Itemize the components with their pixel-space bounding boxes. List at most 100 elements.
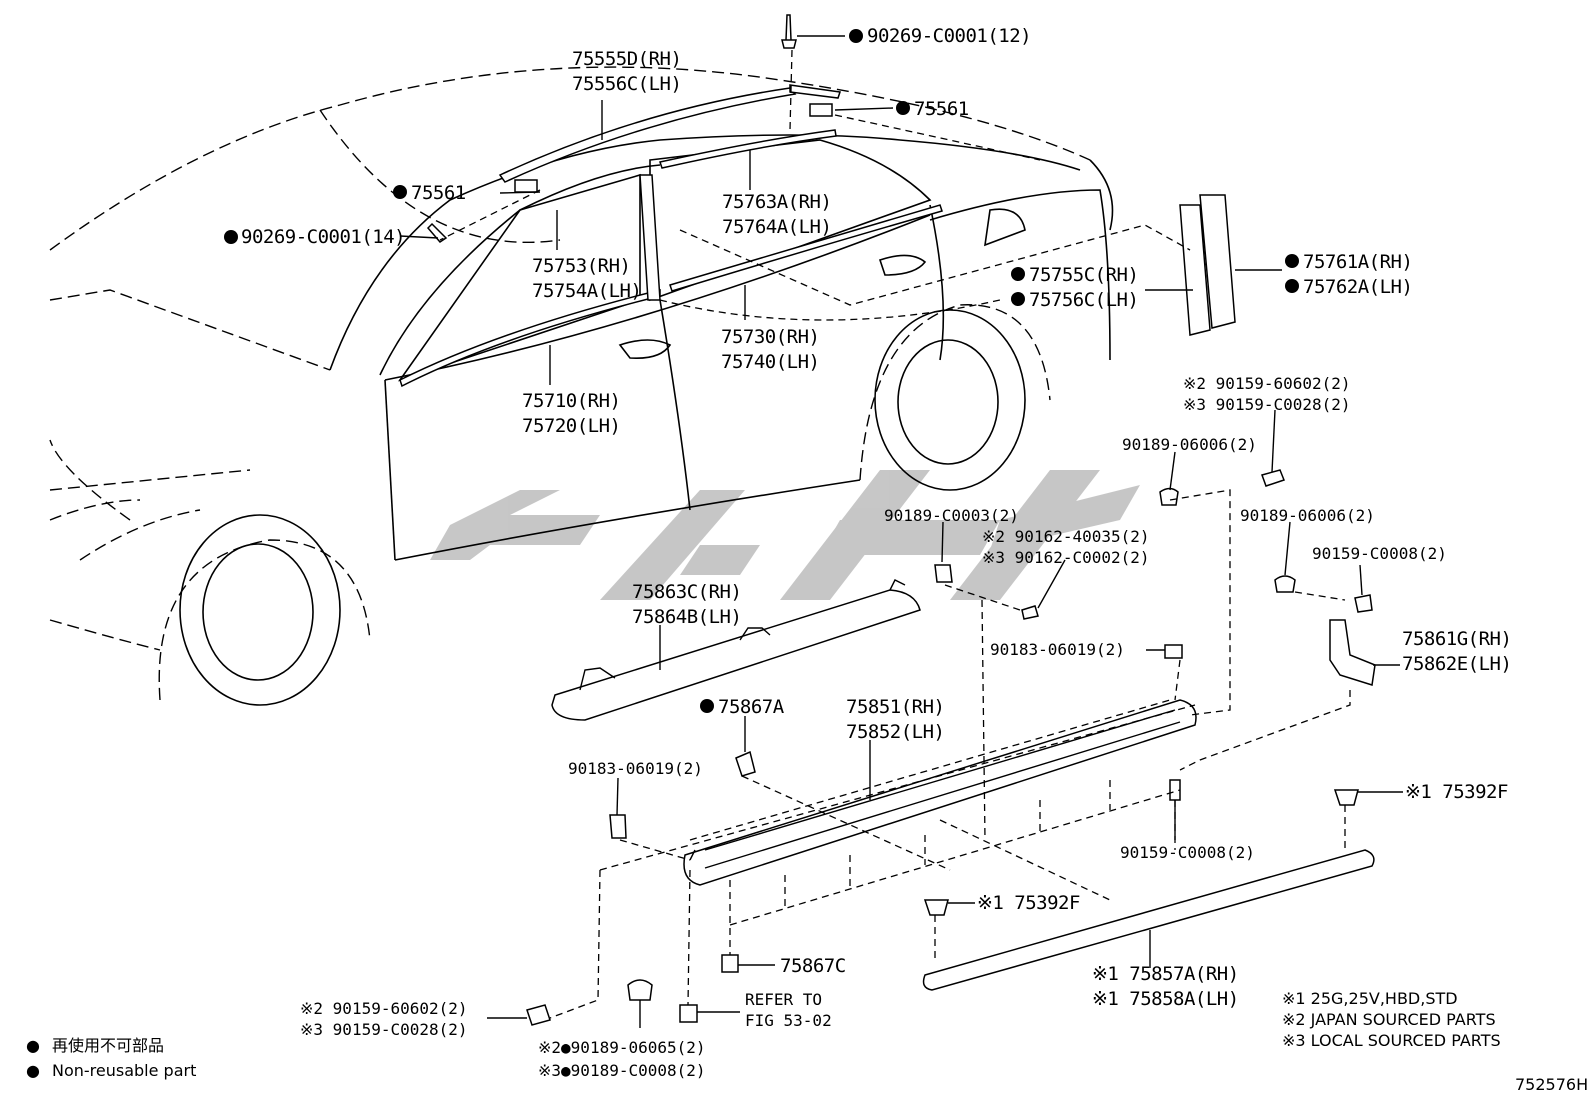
callout-75730-lh: 75740(LH) xyxy=(721,351,819,373)
rocker-panel-75863 xyxy=(551,589,921,721)
callout-90189-06006-a: 90189-06006(2) xyxy=(1122,435,1257,454)
callout-90159-60602-left-a: ※2 90159-60602(2) xyxy=(300,999,468,1018)
bolt-refer-fig-53-02 xyxy=(679,1004,698,1023)
callout-75861-lh: 75862E(LH) xyxy=(1402,653,1511,675)
callout-refer-to: REFER TO xyxy=(745,990,822,1009)
callout-75755-lh: 75756C(LH) xyxy=(1029,289,1138,311)
non-reusable-mark xyxy=(1011,292,1025,306)
callout-75851-rh: 75851(RH) xyxy=(846,696,944,718)
non-reusable-mark xyxy=(224,230,238,244)
non-reusable-mark xyxy=(393,185,407,199)
callout-75851-lh: 75852(LH) xyxy=(846,721,944,743)
non-reusable-mark xyxy=(1011,267,1025,281)
callout-75710-rh: 75710(RH) xyxy=(522,390,620,412)
callout-75710-lh: 75720(LH) xyxy=(522,415,620,437)
screw-90162 xyxy=(1021,605,1039,620)
clip-75561-top xyxy=(809,103,833,117)
callout-75863-rh: 75863C(RH) xyxy=(632,581,741,603)
callout-75861-rh: 75861G(RH) xyxy=(1402,628,1511,650)
watermark-logo xyxy=(430,470,1140,600)
callout-90269-12: 90269-C0001(12) xyxy=(867,25,1031,47)
callout-90159-60602-left-b: ※3 90159-C0028(2) xyxy=(300,1020,468,1039)
pillar-garnish-inner xyxy=(1199,194,1236,329)
roof-molding xyxy=(498,87,797,183)
callout-75392F-right: ※1 75392F xyxy=(1405,781,1508,803)
footnote-1: ※1 25G,25V,HBD,STD xyxy=(1282,989,1458,1008)
legend-symbol-en: ● xyxy=(26,1061,40,1080)
callout-90189-06006-b: 90189-06006(2) xyxy=(1240,506,1375,525)
callout-labels: 90269-C0001(12) 75555D(RH) 75556C(LH) 75… xyxy=(224,25,1512,1080)
leader-lines xyxy=(399,35,1403,1028)
belt-molding-rear xyxy=(669,204,943,292)
clip-75392F-a xyxy=(923,899,949,916)
assembly-lines xyxy=(439,49,1351,1019)
car-body xyxy=(49,66,1114,706)
callout-75761-rh: 75761A(RH) xyxy=(1303,251,1412,273)
callout-75761-lh: 75762A(LH) xyxy=(1303,276,1412,298)
clip-75867C xyxy=(721,954,739,973)
callout-75755-rh: 75755C(RH) xyxy=(1029,264,1138,286)
clip-90183-06019-b xyxy=(1164,644,1183,659)
callout-90159-60602-right-a: ※2 90159-60602(2) xyxy=(1183,374,1351,393)
non-reusable-mark xyxy=(896,101,910,115)
callout-75555-rh: 75555D(RH) xyxy=(572,48,681,70)
clip-90189-C0003 xyxy=(934,564,953,583)
pillar-garnish-outer xyxy=(1179,204,1211,336)
callout-90189-C0003: 90189-C0003(2) xyxy=(884,506,1019,525)
callout-75392F-left: ※1 75392F xyxy=(977,892,1080,914)
callout-75763-lh: 75764A(LH) xyxy=(722,216,831,238)
figure-id: 752576H xyxy=(1515,1075,1588,1094)
callout-75867C: 75867C xyxy=(780,955,846,977)
footnote-3: ※3 LOCAL SOURCED PARTS xyxy=(1282,1031,1501,1050)
belt-molding-front xyxy=(399,289,661,388)
callout-75763-rh: 75763A(RH) xyxy=(722,191,831,213)
callout-75867A: 75867A xyxy=(718,696,785,718)
callout-75561-top: 75561 xyxy=(914,98,969,120)
callout-75863-lh: 75864B(LH) xyxy=(632,606,741,628)
clip-75867A xyxy=(735,750,756,777)
footnote-2: ※2 JAPAN SOURCED PARTS xyxy=(1282,1010,1496,1029)
callout-75730-rh: 75730(RH) xyxy=(721,326,819,348)
bolt-90159-60602-left xyxy=(526,1004,551,1026)
non-reusable-mark xyxy=(849,29,863,43)
lower-molding-75857 xyxy=(922,849,1375,991)
callout-90162-a: ※2 90162-40035(2) xyxy=(982,527,1150,546)
callout-75857-rh: ※1 75857A(RH) xyxy=(1092,963,1239,985)
callout-90183-06019-a: 90183-06019(2) xyxy=(568,759,703,778)
bolt-90159-C0008-a xyxy=(1354,594,1373,613)
bracket-75861 xyxy=(1329,619,1376,686)
legend-text-jp: 再使用不可部品 xyxy=(52,1036,164,1055)
clip-90183-06019-a xyxy=(609,814,627,839)
callout-90162-b: ※3 90162-C0002(2) xyxy=(982,548,1150,567)
parts xyxy=(399,14,1376,1026)
callout-75857-lh: ※1 75858A(LH) xyxy=(1092,988,1239,1010)
screw-90269-left xyxy=(426,222,448,243)
legend-text-en: Non-reusable part xyxy=(52,1061,196,1080)
clip-90189-06006-a xyxy=(1159,487,1179,506)
callout-75555-lh: 75556C(LH) xyxy=(572,73,681,95)
callout-90183-06019-b: 90183-06019(2) xyxy=(990,640,1125,659)
callout-75561-left: 75561 xyxy=(411,182,466,204)
callout-refer-fig: FIG 53-02 xyxy=(745,1011,832,1030)
screw-90269-top xyxy=(781,14,797,49)
callout-90189-06065: ※2●90189-06065(2) xyxy=(538,1038,706,1057)
side-sill-75851 xyxy=(683,699,1197,886)
non-reusable-mark xyxy=(1285,254,1299,268)
legend: ● 再使用不可部品 ● Non-reusable part xyxy=(26,1036,196,1080)
clip-90189-06006-b xyxy=(1274,575,1296,593)
clip-75392F-b xyxy=(1333,789,1359,806)
callout-90159-C0008-b: 90159-C0008(2) xyxy=(1120,843,1255,862)
footnotes: ※1 25G,25V,HBD,STD ※2 JAPAN SOURCED PART… xyxy=(1282,989,1501,1050)
callout-75753-lh: 75754A(LH) xyxy=(532,280,641,302)
callout-90159-C0008-a: 90159-C0008(2) xyxy=(1312,544,1447,563)
callout-90189-C0008-nr: ※3●90189-C0008(2) xyxy=(538,1061,706,1080)
clip-75561-left xyxy=(514,179,538,193)
clip-90189-06065 xyxy=(627,979,653,1001)
bolt-90159-60602 xyxy=(1261,469,1285,487)
callout-75753-rh: 75753(RH) xyxy=(532,255,630,277)
non-reusable-mark xyxy=(1285,279,1299,293)
callout-90159-60602-right-b: ※3 90159-C0028(2) xyxy=(1183,395,1351,414)
legend-symbol-jp: ● xyxy=(26,1036,40,1055)
